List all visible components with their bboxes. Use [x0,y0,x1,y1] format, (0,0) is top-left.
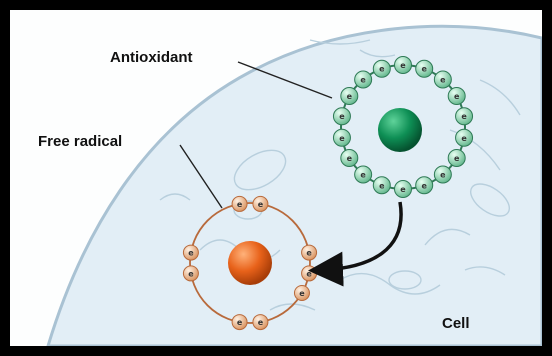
antioxidant-electron-glyph: e [440,76,446,85]
free-radical-electron-glyph: e [299,289,305,298]
free-radical-core [228,241,272,285]
antioxidant-electron-glyph: e [379,65,385,74]
antioxidant-electron-glyph: e [461,112,467,121]
free-radical-electron-glyph: e [306,249,312,258]
antioxidant-electron-glyph: e [339,134,345,143]
cell-label: Cell [442,315,470,332]
antioxidant-core [378,108,422,152]
free-radical-electron-glyph: e [188,249,194,258]
free-radical-electron-glyph: e [237,200,243,209]
antioxidant-electron-glyph: e [347,154,353,163]
free-radical-electron-glyph: e [258,318,264,327]
free-radical-label: Free radical [38,133,122,150]
free-radical-electron-glyph: e [258,200,264,209]
free-radical-electron-glyph: e [237,318,243,327]
antioxidant-electron-glyph: e [400,61,406,70]
antioxidant-electron-glyph: e [454,154,460,163]
antioxidant-electron-glyph: e [347,92,353,101]
free-radical-electron-glyph: e [306,269,312,278]
antioxidant-electron-glyph: e [360,170,366,179]
antioxidant-electron-glyph: e [421,181,427,190]
cell-membrane [48,26,542,346]
antioxidant-electron-glyph: e [339,112,345,121]
antioxidant-electron-glyph: e [360,76,366,85]
antioxidant-electron-glyph: e [454,92,460,101]
free-radical-electron-glyph: e [188,269,194,278]
antioxidant-electron-glyph: e [379,181,385,190]
antioxidant-electron-glyph: e [440,170,446,179]
antioxidant-electron-glyph: e [461,134,467,143]
cell-body [48,26,542,346]
antioxidant-label: Antioxidant [110,49,193,66]
antioxidant-electron-glyph: e [421,65,427,74]
antioxidant-electron-glyph: e [400,185,406,194]
